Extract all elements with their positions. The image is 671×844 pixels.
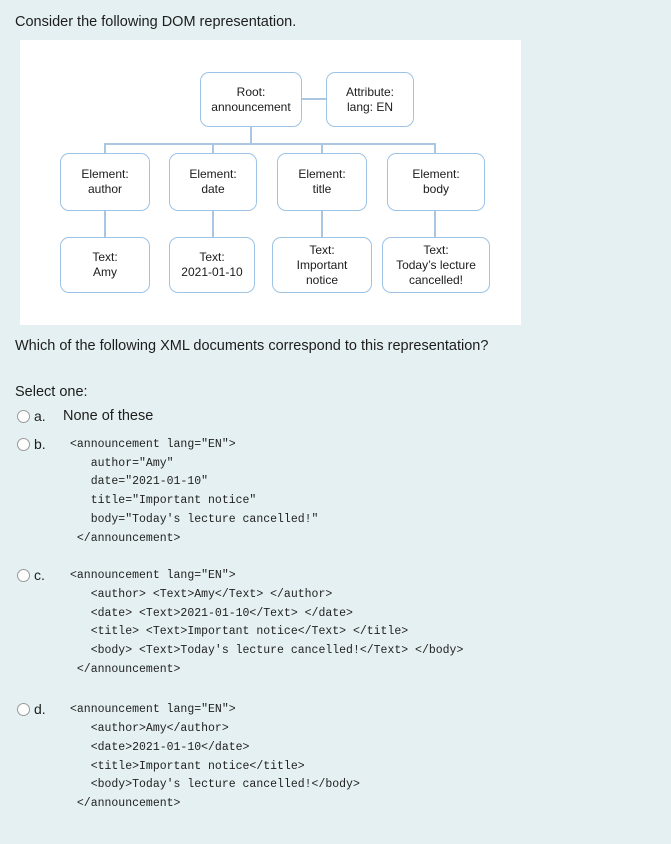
option-d-letter: d.	[34, 701, 46, 718]
option-d-xml-code[interactable]: <announcement lang="EN"> <author>Amy</au…	[70, 703, 360, 810]
node-text-amy: Text: Amy	[60, 237, 150, 293]
radio-option-b[interactable]	[17, 438, 30, 451]
connector-bus	[105, 143, 436, 145]
radio-option-a[interactable]	[17, 410, 30, 423]
connector-stub-body-top	[434, 143, 436, 153]
option-b-letter: b.	[34, 436, 46, 452]
option-b[interactable]: b. <announcement lang="EN"> author="Amy"…	[15, 436, 671, 548]
connector-title-text	[321, 211, 323, 237]
connector-stub-author-top	[104, 143, 106, 153]
option-c-xml-code[interactable]: <announcement lang="EN"> <author> <Text>…	[70, 569, 464, 676]
dom-tree-diagram: Root: announcement Attribute: lang: EN E…	[20, 40, 521, 325]
connector-body-text	[434, 211, 436, 237]
option-a-label[interactable]: None of these	[63, 408, 154, 424]
option-a-letter: a.	[34, 408, 46, 424]
node-element-body: Element: body	[387, 153, 485, 211]
option-d[interactable]: d. <announcement lang="EN"> <author>Amy<…	[15, 701, 671, 813]
option-a[interactable]: a. None of these	[15, 408, 671, 425]
radio-option-c[interactable]	[17, 569, 30, 583]
connector-stub-title-top	[321, 143, 323, 153]
node-root-announcement: Root: announcement	[200, 72, 302, 127]
node-attribute-lang: Attribute: lang: EN	[326, 72, 414, 127]
option-c[interactable]: c. <announcement lang="EN"> <author> <Te…	[15, 567, 671, 679]
select-one-prompt: Select one:	[15, 384, 88, 400]
option-c-letter: c.	[34, 567, 45, 584]
radio-option-d[interactable]	[17, 703, 30, 717]
connector-author-text	[104, 211, 106, 237]
node-element-title: Element: title	[277, 153, 367, 211]
question-intro: Consider the following DOM representatio…	[15, 14, 297, 30]
connector-root-down	[250, 127, 252, 144]
node-text-important-notice: Text: Important notice	[272, 237, 372, 293]
connector-root-attribute	[302, 98, 326, 100]
question-text: Which of the following XML documents cor…	[15, 338, 489, 354]
connector-stub-date-top	[212, 143, 214, 153]
node-element-author: Element: author	[60, 153, 150, 211]
node-text-date: Text: 2021-01-10	[169, 237, 255, 293]
option-b-xml-code[interactable]: <announcement lang="EN"> author="Amy" da…	[70, 438, 319, 545]
node-element-date: Element: date	[169, 153, 257, 211]
connector-date-text	[212, 211, 214, 237]
node-text-lecture-cancelled: Text: Today’s lecture cancelled!	[382, 237, 490, 293]
